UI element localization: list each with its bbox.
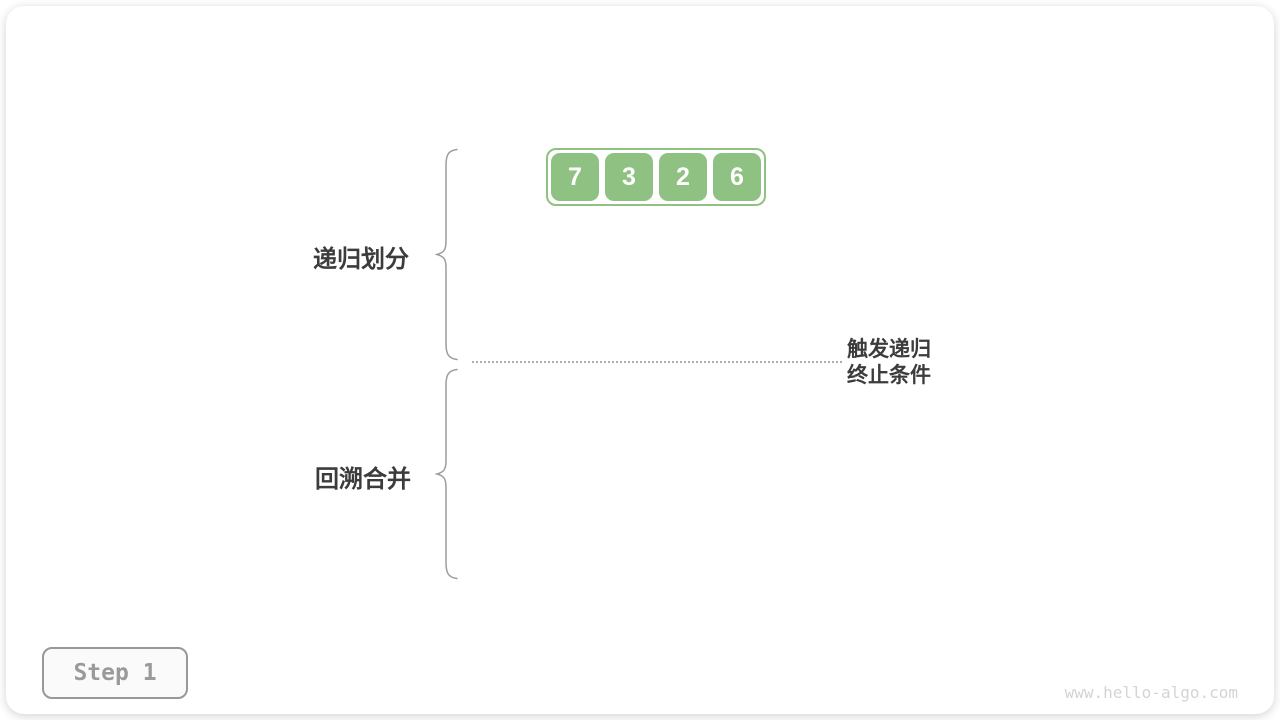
step-badge: Step 1: [42, 647, 188, 699]
label-recursive-divide: 递归划分: [313, 246, 409, 273]
array-container: 7 3 2 6: [546, 148, 766, 206]
step-badge-label: Step 1: [73, 660, 157, 686]
array-cell: 3: [605, 153, 653, 201]
terminate-condition-line1: 触发递归: [847, 338, 931, 361]
array-cell: 2: [659, 153, 707, 201]
recursion-boundary-dotted-line: [472, 361, 842, 363]
label-backtrack-merge: 回溯合并: [315, 466, 411, 493]
curly-brace-divide: [435, 148, 458, 361]
watermark: www.hello-algo.com: [1064, 683, 1238, 702]
curly-brace-merge: [435, 368, 458, 580]
diagram-card: 7 3 2 6 递归划分 回溯合并 触发递归 终止条件 Step 1 www.h…: [6, 6, 1274, 714]
array-cell: 7: [551, 153, 599, 201]
array-cell: 6: [713, 153, 761, 201]
terminate-condition-note: 触发递归 终止条件: [847, 337, 931, 389]
terminate-condition-line2: 终止条件: [847, 364, 931, 387]
